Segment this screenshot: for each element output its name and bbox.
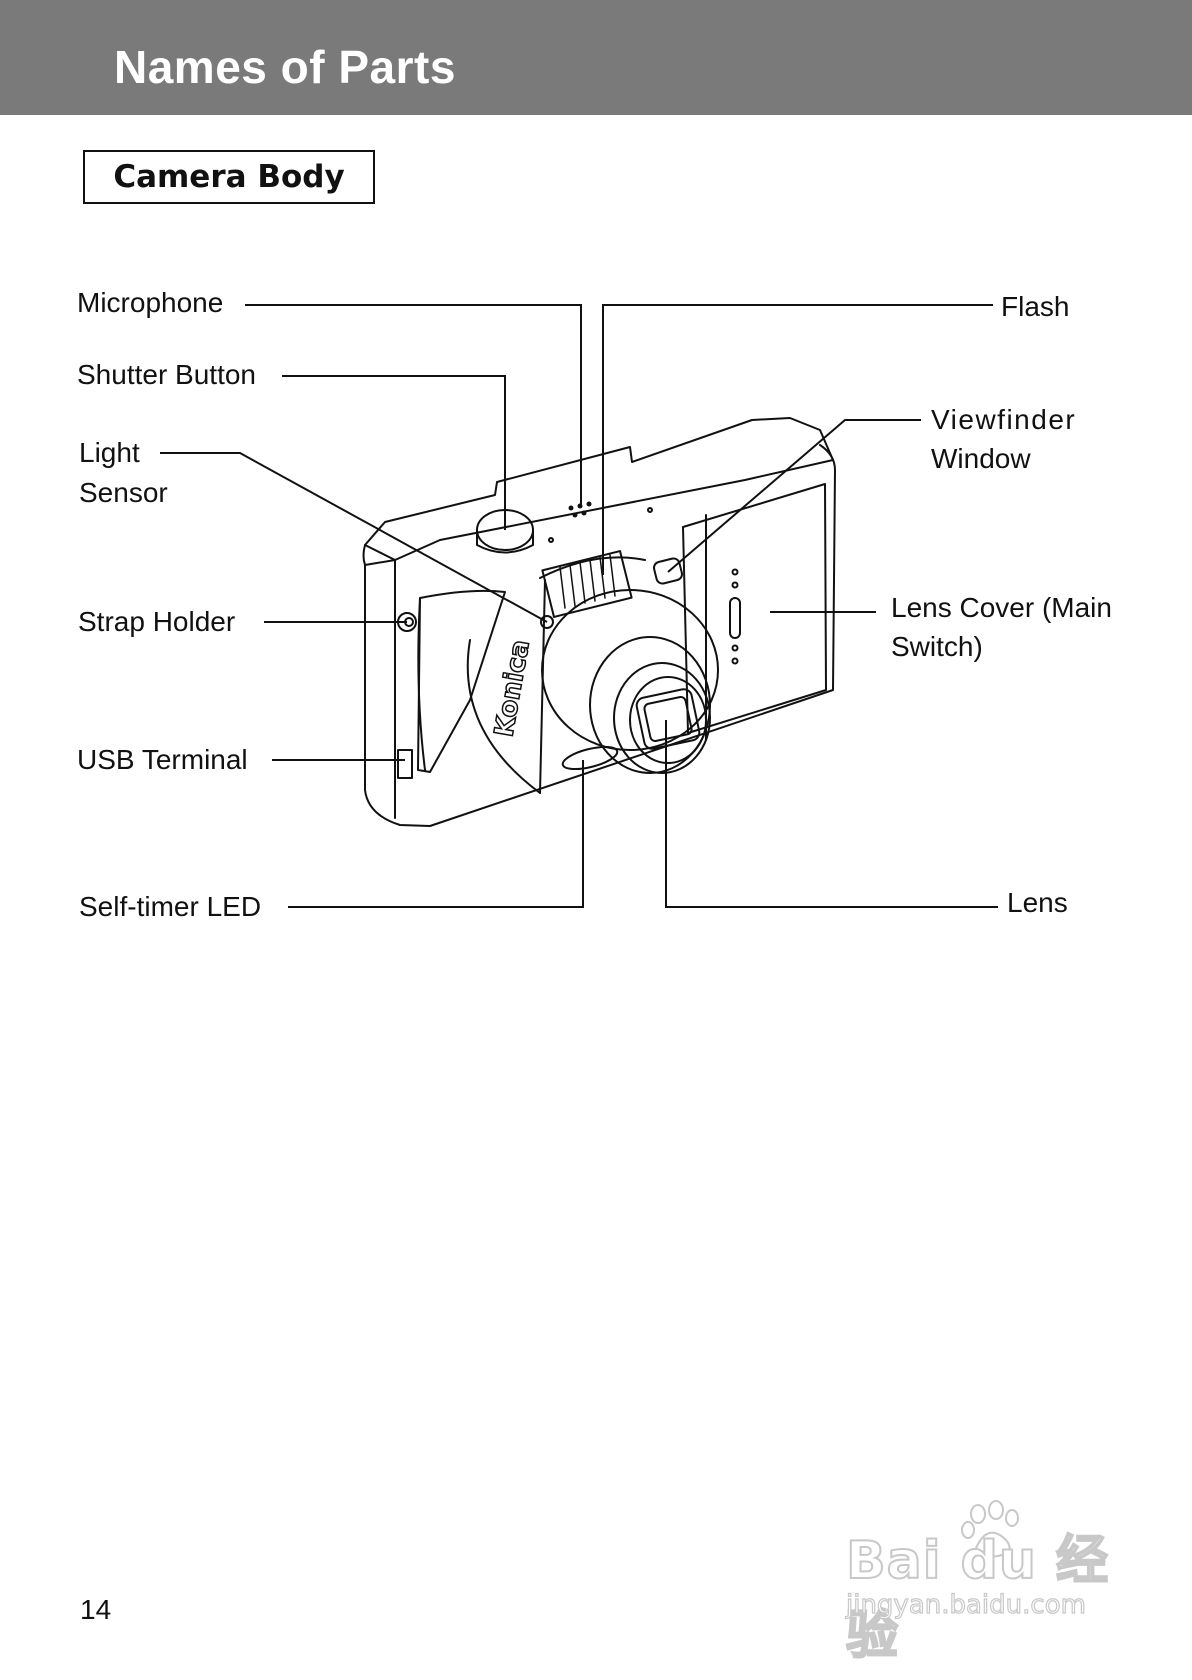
label-viewfinder-line2: Window — [931, 443, 1031, 474]
label-light-sensor-line2: Sensor — [79, 477, 168, 508]
label-light-sensor-line1: Light — [79, 437, 140, 468]
paw-logo-icon — [961, 1500, 1019, 1558]
page-title: Names of Parts — [114, 41, 456, 93]
self-timer-led — [561, 745, 619, 771]
camera-diagram: Konica — [160, 304, 998, 908]
flash-grille — [559, 554, 616, 609]
section-title: Camera Body — [113, 159, 345, 195]
label-lens: Lens — [1007, 887, 1068, 918]
label-microphone: Microphone — [77, 287, 224, 318]
leader-light-sensor — [160, 452, 548, 623]
label-shutter-button: Shutter Button — [77, 359, 257, 390]
camera-top — [364, 417, 834, 561]
usb-terminal — [397, 749, 413, 779]
viewfinder-window — [652, 557, 684, 585]
label-flash: Flash — [1001, 291, 1070, 322]
light-sensor — [540, 615, 554, 629]
label-strap-holder: Strap Holder — [78, 606, 236, 637]
label-self-timer-led: Self-timer LED — [79, 891, 262, 922]
watermark-url: jingyan.baidu.com — [845, 1589, 1086, 1620]
camera-body — [362, 444, 836, 827]
leader-microphone — [245, 304, 582, 508]
lens-barrel-inner — [589, 636, 711, 774]
leader-shutter — [282, 375, 506, 530]
watermark-brand: Bai du 经验 — [845, 1530, 1109, 1667]
watermark: Bai du 经验 jingyan.baidu.com — [840, 1500, 1130, 1667]
leader-self-timer — [288, 760, 584, 908]
label-lens-cover-line1: Lens Cover (Main — [891, 592, 1112, 623]
page-number: 14 — [80, 1594, 112, 1625]
leader-lens — [665, 720, 998, 908]
label-usb-terminal: USB Terminal — [77, 744, 248, 775]
label-viewfinder-line1: Viewfinder — [931, 404, 1077, 435]
lens-glass — [635, 688, 701, 750]
leader-viewfinder — [667, 419, 921, 573]
camera-grip — [417, 589, 506, 773]
page-header: Names of Parts — [0, 0, 1192, 115]
leader-flash — [602, 304, 993, 575]
label-lens-cover-line2: Switch) — [891, 631, 983, 662]
lens-cover-switch — [729, 597, 741, 639]
camera-brand: Konica — [489, 638, 536, 740]
lens-surround — [466, 639, 541, 794]
lens-cover-panel — [682, 483, 827, 734]
flash-window — [541, 550, 633, 618]
section-heading-box: Camera Body — [83, 150, 375, 204]
lens-barrel-outer — [541, 589, 719, 751]
